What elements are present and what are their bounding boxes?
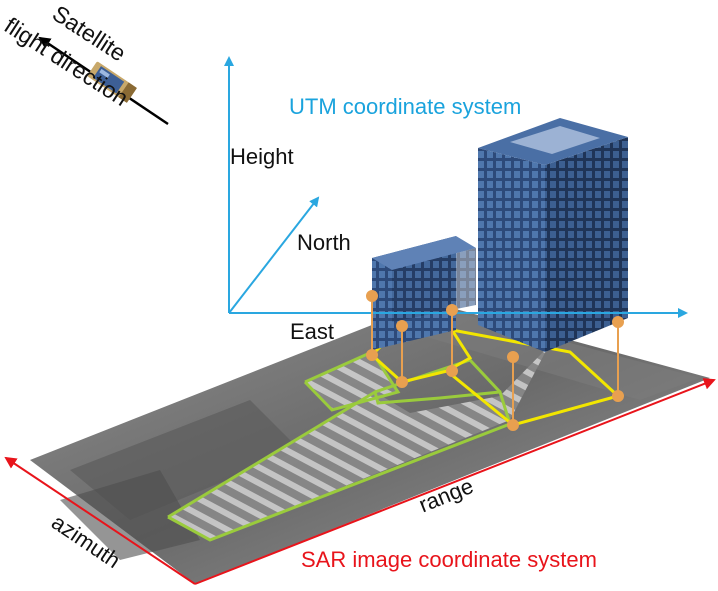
projection-point [446, 365, 458, 377]
east-label: East [290, 319, 335, 344]
utm-axes [224, 56, 688, 318]
projection-point [612, 390, 624, 402]
projection-point [366, 349, 378, 361]
building-3d [372, 118, 628, 352]
projection-point [396, 376, 408, 388]
sar-axes [4, 378, 716, 585]
north-axis [228, 196, 320, 314]
satellite-icon [87, 61, 137, 103]
satellite-direction [38, 36, 169, 126]
utm-title: UTM coordinate system [289, 94, 522, 119]
projection-point [507, 351, 519, 363]
projection-point [446, 304, 458, 316]
range-axis [194, 378, 716, 585]
projection-lines [366, 290, 624, 431]
projection-point [507, 419, 519, 431]
projection-point [366, 290, 378, 302]
sar-title: SAR image coordinate system [301, 547, 597, 572]
height-label: Height [230, 144, 294, 169]
north-label: North [297, 230, 351, 255]
projection-point [612, 316, 624, 328]
projection-point [396, 320, 408, 332]
azimuth-axis [4, 456, 196, 585]
layover-outline [167, 389, 512, 542]
